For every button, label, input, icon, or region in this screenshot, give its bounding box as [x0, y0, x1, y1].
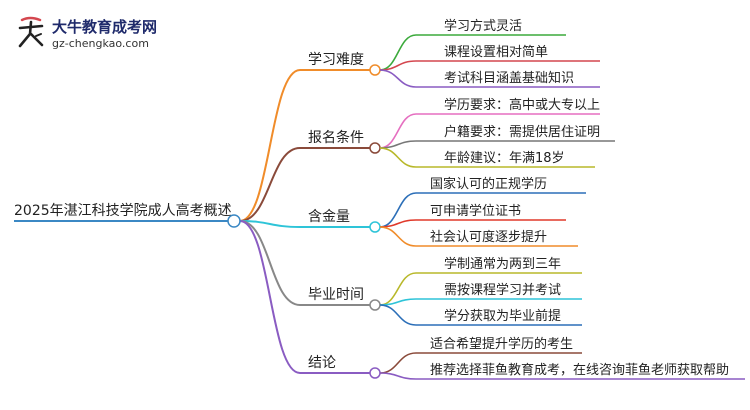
connector-root-branch: [239, 69, 301, 222]
leaf-label: 学分获取为毕业前提: [444, 308, 561, 324]
leaf-label: 社会认可度逐步提升: [430, 229, 547, 245]
branch-node: [369, 64, 381, 76]
connector-branch-leaf: [379, 372, 417, 380]
connector-branch-leaf: [379, 147, 417, 168]
branch-node: [369, 142, 381, 154]
leaf-label: 学制通常为两到三年: [444, 256, 561, 272]
leaf-label: 考试科目涵盖基础知识: [444, 70, 574, 86]
logo-icon: [18, 16, 44, 48]
connector-branch-leaf: [379, 219, 417, 228]
connector-branch-leaf: [379, 352, 417, 374]
branch-node: [369, 221, 381, 233]
connector-branch-leaf: [379, 226, 417, 247]
logo-url: gz-chengkao.com: [52, 37, 149, 50]
leaf-label: 学历要求：高中或大专以上: [444, 97, 600, 113]
branch-node: [369, 367, 381, 379]
connector-root-branch: [239, 220, 301, 306]
connector-branch-leaf: [379, 69, 417, 88]
connector-branch-leaf: [379, 298, 417, 306]
connector-root-branch: [239, 220, 301, 374]
leaf-label: 国家认可的正规学历: [430, 176, 547, 192]
site-logo[interactable]: 大牛教育成考网 gz-chengkao.com: [14, 14, 184, 54]
leaf-label: 课程设置相对简单: [444, 44, 548, 60]
branch-label: 结论: [308, 355, 336, 371]
leaf-label: 适合希望提升学历的考生: [430, 336, 573, 352]
branch-label: 报名条件: [308, 129, 364, 146]
connector-root-branch: [239, 147, 301, 222]
leaf-label: 推荐选择菲鱼教育成考，在线咨询菲鱼老师获取帮助: [430, 362, 729, 378]
leaf-label: 年龄建议：年满18岁: [444, 151, 565, 166]
connector-root-branch: [239, 220, 301, 228]
branch-label: 毕业时间: [308, 287, 364, 303]
connector-branch-leaf: [379, 304, 417, 326]
leaf-label: 户籍要求：需提供居住证明: [444, 124, 600, 140]
connector-branch-leaf: [379, 140, 417, 149]
root-label: 2025年湛江科技学院成人高考概述: [14, 202, 232, 219]
branch-label: 含金量: [308, 209, 350, 225]
root-node: [227, 214, 241, 228]
leaf-label: 学习方式灵活: [444, 18, 522, 34]
connector-branch-leaf: [379, 272, 417, 306]
leaf-label: 可申请学位证书: [430, 203, 521, 219]
branch-node: [369, 299, 381, 311]
leaf-label: 需按课程学习并考试: [444, 282, 561, 298]
logo-title: 大牛教育成考网: [52, 18, 158, 36]
branch-label: 学习难度: [308, 52, 364, 68]
connector-branch-leaf: [379, 192, 417, 228]
connector-branch-leaf: [379, 113, 417, 149]
